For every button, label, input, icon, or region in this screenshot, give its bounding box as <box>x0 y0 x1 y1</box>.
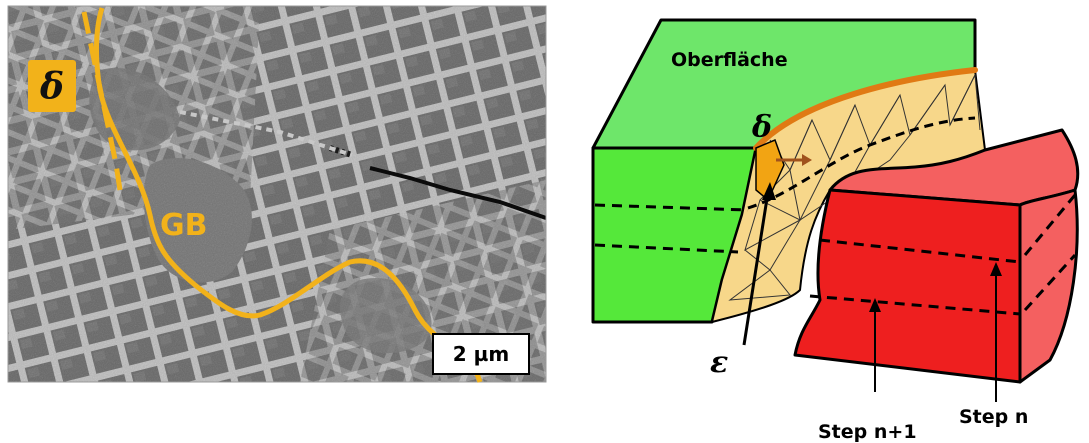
crack-line <box>369 166 546 220</box>
delta-edge <box>753 67 978 151</box>
delta-growth-arrowhead <box>802 154 812 166</box>
delta-badge <box>28 60 76 112</box>
green-dashed-line <box>594 203 749 212</box>
step-n-label: Step n <box>959 406 1028 428</box>
gb-trace-dotted <box>179 110 353 157</box>
epsilon-label: ε <box>710 345 728 380</box>
gb-label: GB <box>160 208 208 243</box>
delta-dashed-line <box>81 11 123 191</box>
crack-dots <box>329 145 353 158</box>
fracture-dashed-curve <box>747 116 976 210</box>
epsilon-arrow <box>742 191 770 346</box>
red-side-dashed-line <box>1023 253 1077 312</box>
red-block-side <box>1018 188 1079 384</box>
epsilon-arrowhead <box>762 182 776 200</box>
red-dashed-line <box>809 294 1021 316</box>
delta-wedge <box>755 139 785 202</box>
step-n-arrowhead <box>990 262 1002 276</box>
delta-label: δ <box>751 110 772 145</box>
scale-bar-box <box>432 333 530 375</box>
step-n1-label: Step n+1 <box>818 421 917 443</box>
surface-label: Oberfläche <box>671 49 788 71</box>
sem-frame <box>7 5 547 383</box>
sem-micrograph <box>8 6 546 382</box>
green-dashed-line <box>594 243 739 254</box>
red-side-dashed-line <box>1023 194 1077 256</box>
delta-badge-label: δ <box>39 66 64 108</box>
red-block-front <box>793 188 1022 384</box>
scale-bar-label: 2 µm <box>453 342 509 366</box>
step-n1-arrowhead <box>869 298 881 312</box>
schematic: Oberfläche δ ε Step n Step n+1 <box>591 18 1080 443</box>
